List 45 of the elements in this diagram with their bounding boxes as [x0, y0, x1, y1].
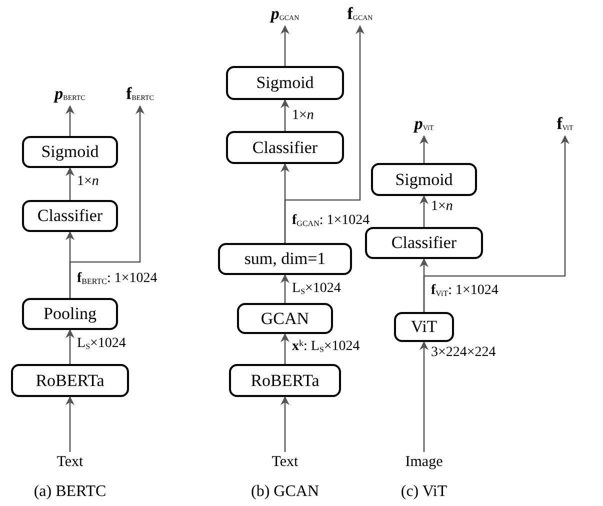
- arrow: [66, 329, 74, 364]
- arrow: [280, 396, 290, 452]
- process-box: Sigmoid: [22, 136, 118, 168]
- output-label: p$_{GCAN}$: [258, 4, 312, 26]
- arrow: [420, 195, 428, 227]
- output-label: f$_{ViT}$: [540, 114, 590, 136]
- arrow: [66, 167, 74, 200]
- arrow: [423, 135, 570, 312]
- arrow: [420, 341, 428, 452]
- caption: (b) GCAN: [251, 482, 319, 502]
- input-label: Image: [396, 452, 452, 472]
- output-label: f$_{GCAN}$: [333, 4, 387, 26]
- arrow: [420, 135, 428, 163]
- arrow: [280, 333, 290, 364]
- edge-label: f$_{GCAN}$: 1×1024: [292, 214, 370, 228]
- edge-label: L$_{S}$×1024: [77, 337, 126, 351]
- edge-label: L$_{S}$×1024: [292, 282, 341, 296]
- output-label: f$_{BERTC}$: [115, 84, 165, 106]
- process-box: ViT: [394, 312, 454, 342]
- arrow: [280, 274, 290, 303]
- arrow: [66, 105, 74, 136]
- arrow: [284, 25, 364, 243]
- process-box: RoBERTa: [229, 364, 341, 397]
- arrow: [280, 25, 290, 66]
- edge-label: x$^{k}$: L$_{S}$×1024: [292, 340, 360, 354]
- caption: (a) BERTC: [34, 482, 106, 502]
- edge-label: f$_{ViT}$: 1×1024: [431, 284, 498, 298]
- caption: (c) ViT: [400, 482, 448, 502]
- edge-label: f$_{BERTC}$: 1×1024: [77, 272, 158, 286]
- process-box: GCAN: [237, 303, 333, 334]
- process-box: Sigmoid: [226, 66, 344, 100]
- input-label: Text: [260, 452, 310, 472]
- process-box: RoBERTa: [11, 364, 129, 397]
- arrow: [69, 105, 144, 298]
- process-box: sum, dim=1: [218, 243, 352, 275]
- process-box: Pooling: [22, 298, 118, 330]
- output-label: p$_{BERTC}$: [45, 84, 95, 106]
- process-box: Sigmoid: [371, 163, 477, 196]
- output-label: p$_{ViT}$: [399, 114, 449, 136]
- arrow: [280, 99, 290, 131]
- process-box: Classifier: [365, 227, 483, 259]
- process-box: Classifier: [226, 131, 344, 164]
- process-box: Classifier: [22, 200, 118, 232]
- arrow: [66, 396, 74, 452]
- input-label: Text: [45, 452, 95, 472]
